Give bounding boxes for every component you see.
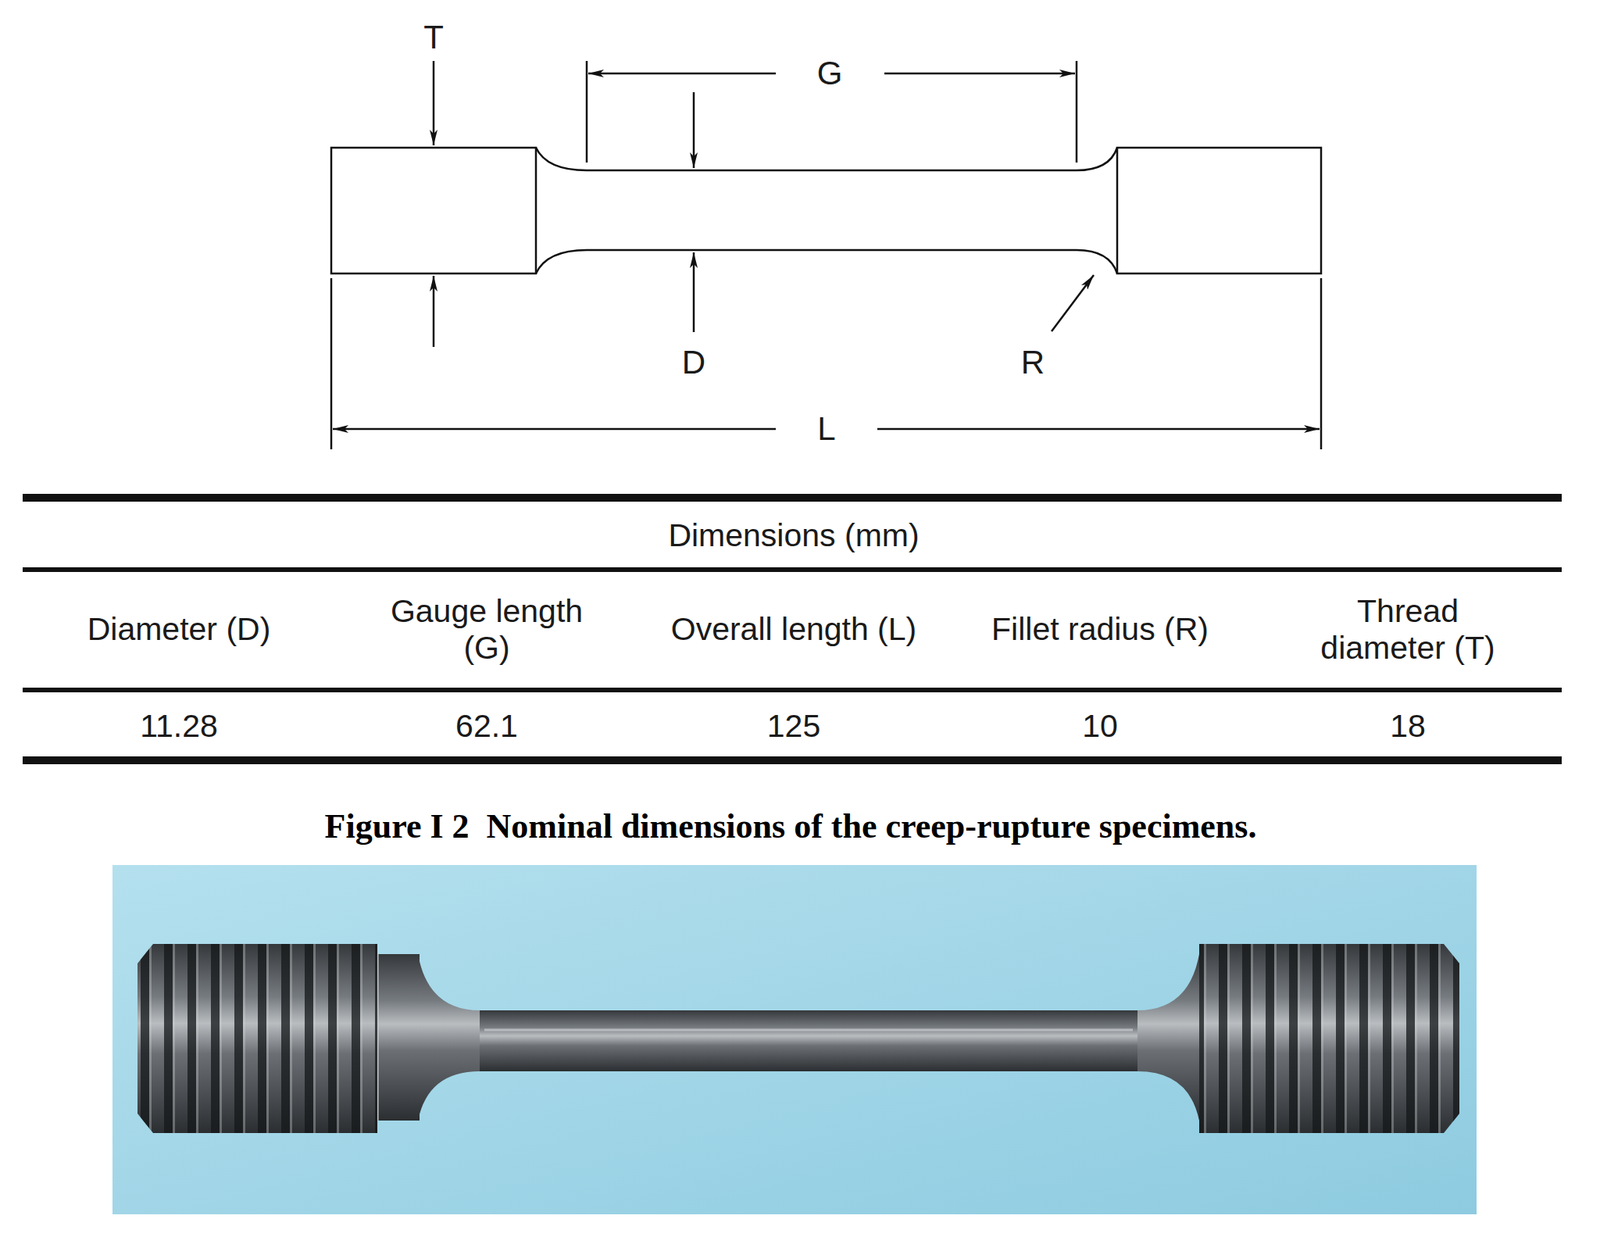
dimension-letter: G (817, 54, 843, 93)
table-rules (22, 493, 1562, 765)
column-header: Diameter (D) (87, 610, 272, 648)
column-header: Thread diameter (T) (1298, 592, 1518, 667)
table-heading: Dimensions (mm) (667, 517, 919, 554)
specimen-photo (112, 864, 1477, 1215)
specimen-outline (331, 147, 1322, 274)
table-value: 18 (1389, 707, 1426, 745)
table-value: 125 (767, 707, 821, 745)
dimension-letter: T (423, 18, 444, 57)
figure-caption: Figure I 2 Nominal dimensions of the cre… (325, 807, 1258, 847)
table-value: 10 (1082, 707, 1118, 745)
dimension-letter: L (817, 410, 836, 448)
column-header: Gauge length (G) (369, 592, 604, 667)
dimension-lines (331, 60, 1322, 450)
table-value: 11.28 (139, 707, 218, 745)
table-value: 62.1 (455, 707, 518, 745)
column-header: Overall length (L) (668, 610, 919, 648)
dimension-letter: R (1021, 343, 1045, 382)
column-header: Fillet radius (R) (991, 610, 1209, 648)
dimension-letter: D (682, 343, 706, 382)
